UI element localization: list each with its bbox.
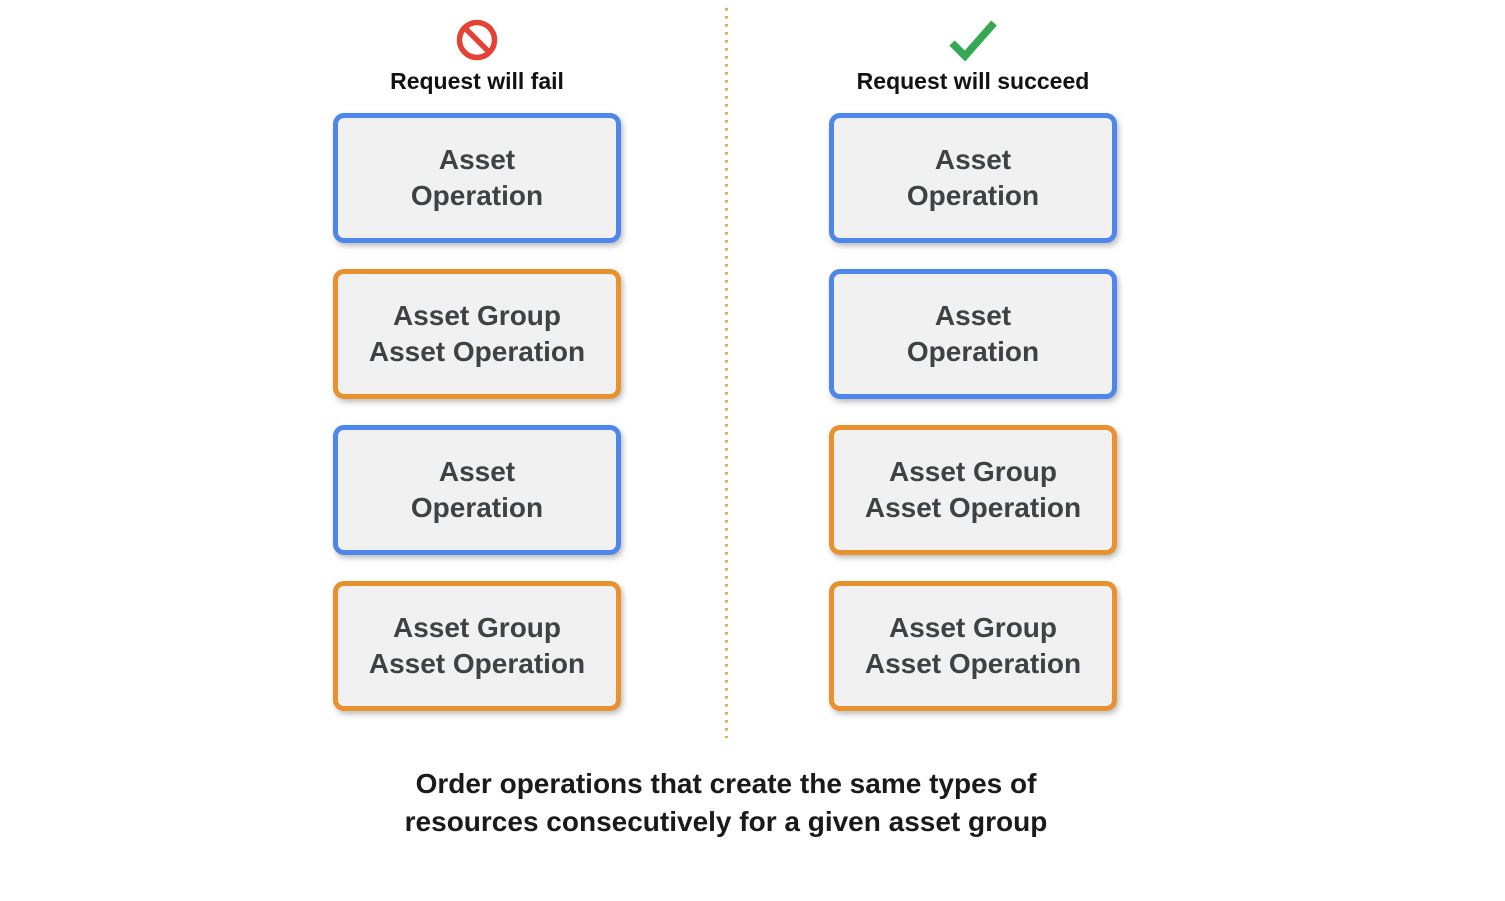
box-label-line: Asset (438, 144, 516, 175)
box-label-line: Asset (934, 300, 1012, 331)
box-label-line: Asset Operation (864, 492, 1082, 523)
box-label-line: Asset Operation (368, 336, 586, 367)
succeed-column-title: Request will succeed (856, 68, 1090, 94)
box-label-line: Operation (906, 336, 1040, 367)
box-label-line: Asset (934, 144, 1012, 175)
fail-column-title: Request will fail (390, 68, 564, 94)
caption-line-2: resources consecutively for a given asse… (404, 806, 1048, 837)
prohibition-icon (455, 14, 499, 66)
succeed-box-3-asset-group-asset-operation: Asset Group Asset Operation (829, 425, 1117, 555)
caption-line-1: Order operations that create the same ty… (415, 768, 1037, 799)
succeed-box-2-asset-operation: Asset Operation (829, 269, 1117, 399)
box-label-line: Operation (906, 180, 1040, 211)
box-label-line: Asset Operation (368, 648, 586, 679)
dotted-divider (725, 8, 728, 738)
fail-box-4-asset-group-asset-operation: Asset Group Asset Operation (333, 581, 621, 711)
box-label-line: Asset Group (392, 300, 562, 331)
fail-column: Request will fail Asset Operation Asset … (333, 14, 621, 737)
box-label-line: Asset Group (392, 612, 562, 643)
fail-box-2-asset-group-asset-operation: Asset Group Asset Operation (333, 269, 621, 399)
fail-box-3-asset-operation: Asset Operation (333, 425, 621, 555)
fail-box-1-asset-operation: Asset Operation (333, 113, 621, 243)
succeed-column: Request will succeed Asset Operation Ass… (829, 14, 1117, 737)
box-label-line: Asset Group (888, 456, 1058, 487)
diagram-caption: Order operations that create the same ty… (0, 765, 1452, 841)
box-label-line: Asset (438, 456, 516, 487)
box-label-line: Asset Operation (864, 648, 1082, 679)
checkmark-icon (944, 14, 1002, 66)
box-label-line: Operation (410, 492, 544, 523)
succeed-box-1-asset-operation: Asset Operation (829, 113, 1117, 243)
succeed-box-4-asset-group-asset-operation: Asset Group Asset Operation (829, 581, 1117, 711)
box-label-line: Operation (410, 180, 544, 211)
box-label-line: Asset Group (888, 612, 1058, 643)
